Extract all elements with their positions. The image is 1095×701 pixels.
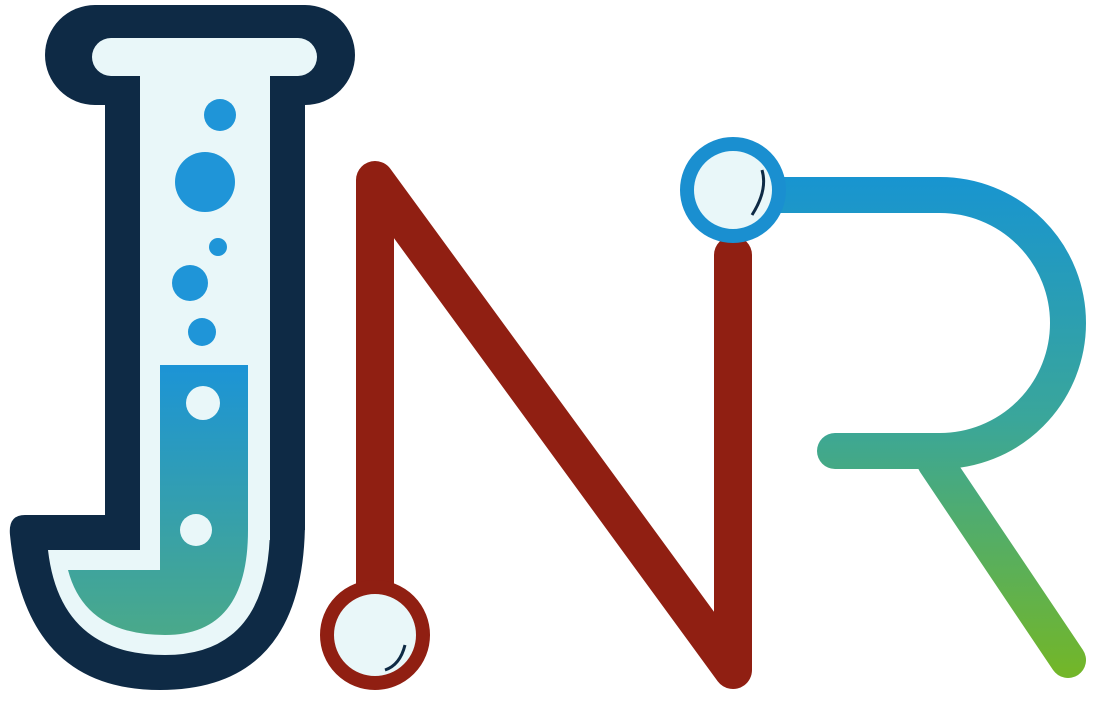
letter-j-test-tube bbox=[9, 5, 355, 690]
letter-r bbox=[680, 137, 1086, 678]
r-node bbox=[680, 137, 786, 243]
n-node bbox=[320, 580, 430, 690]
bubbles bbox=[172, 99, 236, 546]
letter-n bbox=[320, 161, 752, 690]
